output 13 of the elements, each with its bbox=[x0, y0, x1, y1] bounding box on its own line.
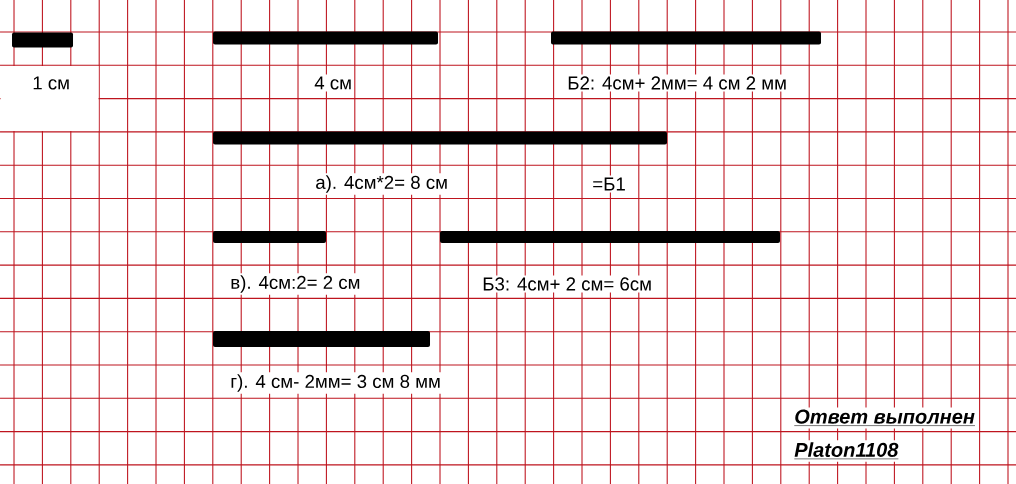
measure-label: Б3: 4см+ 2 см= 6см bbox=[480, 275, 654, 293]
measure-label: Б2: 4см+ 2мм= 4 см 2 мм bbox=[565, 74, 789, 92]
line-segment bbox=[551, 31, 821, 45]
signature-text: Platon1108 bbox=[792, 440, 901, 462]
measure-label: 4 см bbox=[312, 74, 354, 92]
line-segment bbox=[213, 131, 667, 145]
line-segment bbox=[12, 32, 73, 48]
line-segment bbox=[213, 31, 438, 45]
signature-text: Ответ выполнен bbox=[792, 407, 977, 429]
measure-label: г). 4 см- 2мм= 3 см 8 мм bbox=[228, 372, 443, 394]
measure-label: а). 4см*2= 8 см bbox=[313, 173, 450, 195]
measure-label: 1 см bbox=[30, 74, 72, 92]
measure-label: в). 4см:2= 2 см bbox=[228, 273, 363, 295]
